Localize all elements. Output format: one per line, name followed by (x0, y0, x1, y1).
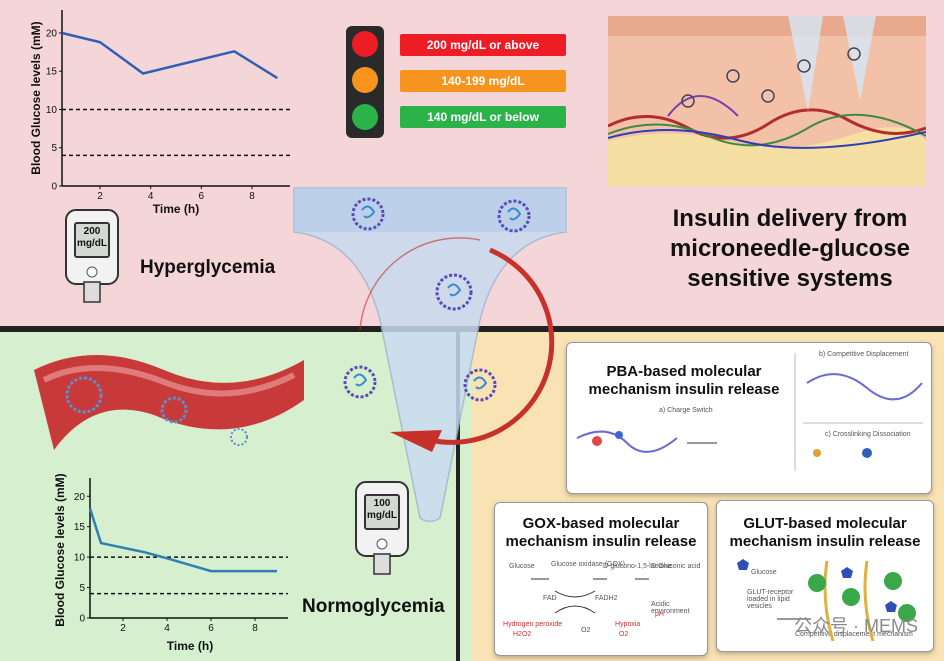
pba-competitive-displacement-label: b) Competitive Displacement (819, 351, 909, 358)
main-title: Insulin delivery from microneedle-glucos… (640, 204, 940, 294)
x-tick-label: 8 (252, 623, 258, 634)
x-tick-label: 2 (97, 191, 103, 202)
glucose-series-line (61, 31, 278, 80)
pba-card-title: PBA-based molecular mechanism insulin re… (567, 363, 801, 399)
microneedle-funnel (293, 187, 567, 523)
gox-label-o2-in: O2 (581, 627, 591, 634)
y-tick-label: 10 (74, 553, 86, 564)
gox-mechanism-card: GOX-based molecular mechanism insulin re… (494, 502, 708, 656)
gox-label-enzyme: Glucose oxidase (GOX) (551, 561, 625, 568)
pba-title-line-2: mechanism insulin release (588, 381, 780, 398)
meter-unit: mg/dL (77, 238, 107, 249)
pba-title-line-1: PBA-based molecular (606, 363, 762, 380)
gox-label-acidic: Acidic environment (651, 601, 690, 615)
glut-label-glucose: Glucose (751, 569, 777, 576)
glut-label-receptor: GLUT-receptor loaded in lipid vesicles (747, 589, 794, 610)
title-line-1: Insulin delivery from (672, 205, 908, 232)
y-tick-label: 0 (51, 182, 57, 193)
gox-title-line-1: GOX-based molecular (522, 515, 680, 532)
y-tick-label: 5 (79, 583, 85, 594)
traffic-light-icon (346, 26, 384, 138)
range-high: 200 mg/dL or above (400, 34, 566, 56)
range-low: 140 mg/dL or below (400, 106, 566, 128)
meter-unit: mg/dL (367, 510, 397, 521)
meter-screen: 200 mg/dL (74, 222, 110, 258)
skin-microneedle-illustration (608, 16, 926, 186)
gox-label-glucose: Glucose (509, 563, 535, 570)
x-tick-label: 4 (148, 191, 154, 202)
insulin-particle (497, 199, 531, 233)
gox-label-o2-out: O2 (619, 631, 629, 638)
x-tick-label: 2 (120, 623, 126, 634)
x-tick-label: 4 (164, 623, 170, 634)
cycle-arrow-icon (359, 237, 555, 452)
gox-title-line-2: mechanism insulin release (505, 533, 697, 550)
y-tick-label: 20 (46, 28, 58, 39)
insulin-particle (435, 273, 473, 311)
watermark: 公众号 · MEMS (794, 616, 918, 636)
y-tick-label: 10 (46, 105, 58, 116)
meter-value: 200 (83, 226, 101, 237)
hyperglycemia-label: Hyperglycemia (140, 257, 276, 278)
insulin-particle (463, 368, 497, 402)
title-line-3: sensitive systems (687, 265, 893, 292)
gox-label-hydrogen-peroxide: Hydrogen peroxide (503, 621, 563, 628)
vertical-divider (456, 330, 460, 661)
pba-charge-switch-label: a) Charge Switch (659, 407, 713, 414)
y-axis-title: Blood Glucose levels (mM) (53, 473, 67, 626)
gox-label-gluconic-acid: D-Gluconic acid (651, 563, 701, 570)
gox-label-fadh2: FADH2 (595, 595, 618, 602)
y-tick-label: 0 (79, 614, 85, 625)
insulin-particle (351, 197, 385, 231)
gox-label-hypoxia: Hypoxia (615, 621, 641, 628)
glut-mechanism-card: GLUT-based molecular mechanism insulin r… (716, 500, 934, 652)
pba-schematic (576, 353, 923, 471)
range-mid: 140-199 mg/dL (400, 70, 566, 92)
gox-label-fad: FAD (543, 595, 557, 602)
x-axis-title: Time (h) (153, 202, 199, 216)
glucose-meter-hyper: 200 mg/dL (64, 208, 120, 304)
pba-mechanism-card: PBA-based molecular mechanism insulin re… (566, 342, 932, 494)
insulin-particle (343, 365, 377, 399)
glucose-series-line (88, 508, 277, 573)
y-axis-title: Blood Glucose levels (mM) (29, 21, 43, 174)
y-tick-label: 5 (51, 143, 57, 154)
pba-crosslinking-label: c) Crosslinking Dissociation (825, 431, 911, 438)
x-axis-title: Time (h) (167, 639, 213, 653)
meter-value: 100 (373, 498, 391, 509)
x-tick-label: 6 (208, 623, 214, 634)
gox-schematic (531, 578, 649, 614)
glut-title-line-1: GLUT-based molecular (743, 515, 907, 532)
glut-schematic (737, 559, 916, 642)
traffic-light (340, 24, 390, 140)
meter-screen: 100 mg/dL (364, 494, 400, 530)
glut-label-displacement: Competitive displacement mechanism (795, 631, 913, 638)
x-tick-label: 8 (249, 191, 255, 202)
normoglycemia-label: Normoglycemia (302, 596, 445, 617)
y-tick-label: 15 (74, 522, 86, 533)
gox-label-ph: pH (655, 611, 664, 618)
y-tick-label: 20 (74, 492, 86, 503)
gox-label-h2o2: H2O2 (513, 631, 532, 638)
glucose-meter-normo: 100 mg/dL (354, 480, 410, 576)
blood-vessel-illustration (34, 355, 304, 450)
gox-card-title: GOX-based molecular mechanism insulin re… (495, 515, 707, 551)
gox-label-lactone: D-glucono-1,5-lactone (603, 563, 672, 570)
y-tick-label: 15 (46, 67, 58, 78)
x-tick-label: 6 (199, 191, 205, 202)
glut-card-title: GLUT-based molecular mechanism insulin r… (717, 515, 933, 551)
glut-title-line-2: mechanism insulin release (729, 533, 921, 550)
title-line-2: microneedle-glucose (669, 235, 911, 262)
